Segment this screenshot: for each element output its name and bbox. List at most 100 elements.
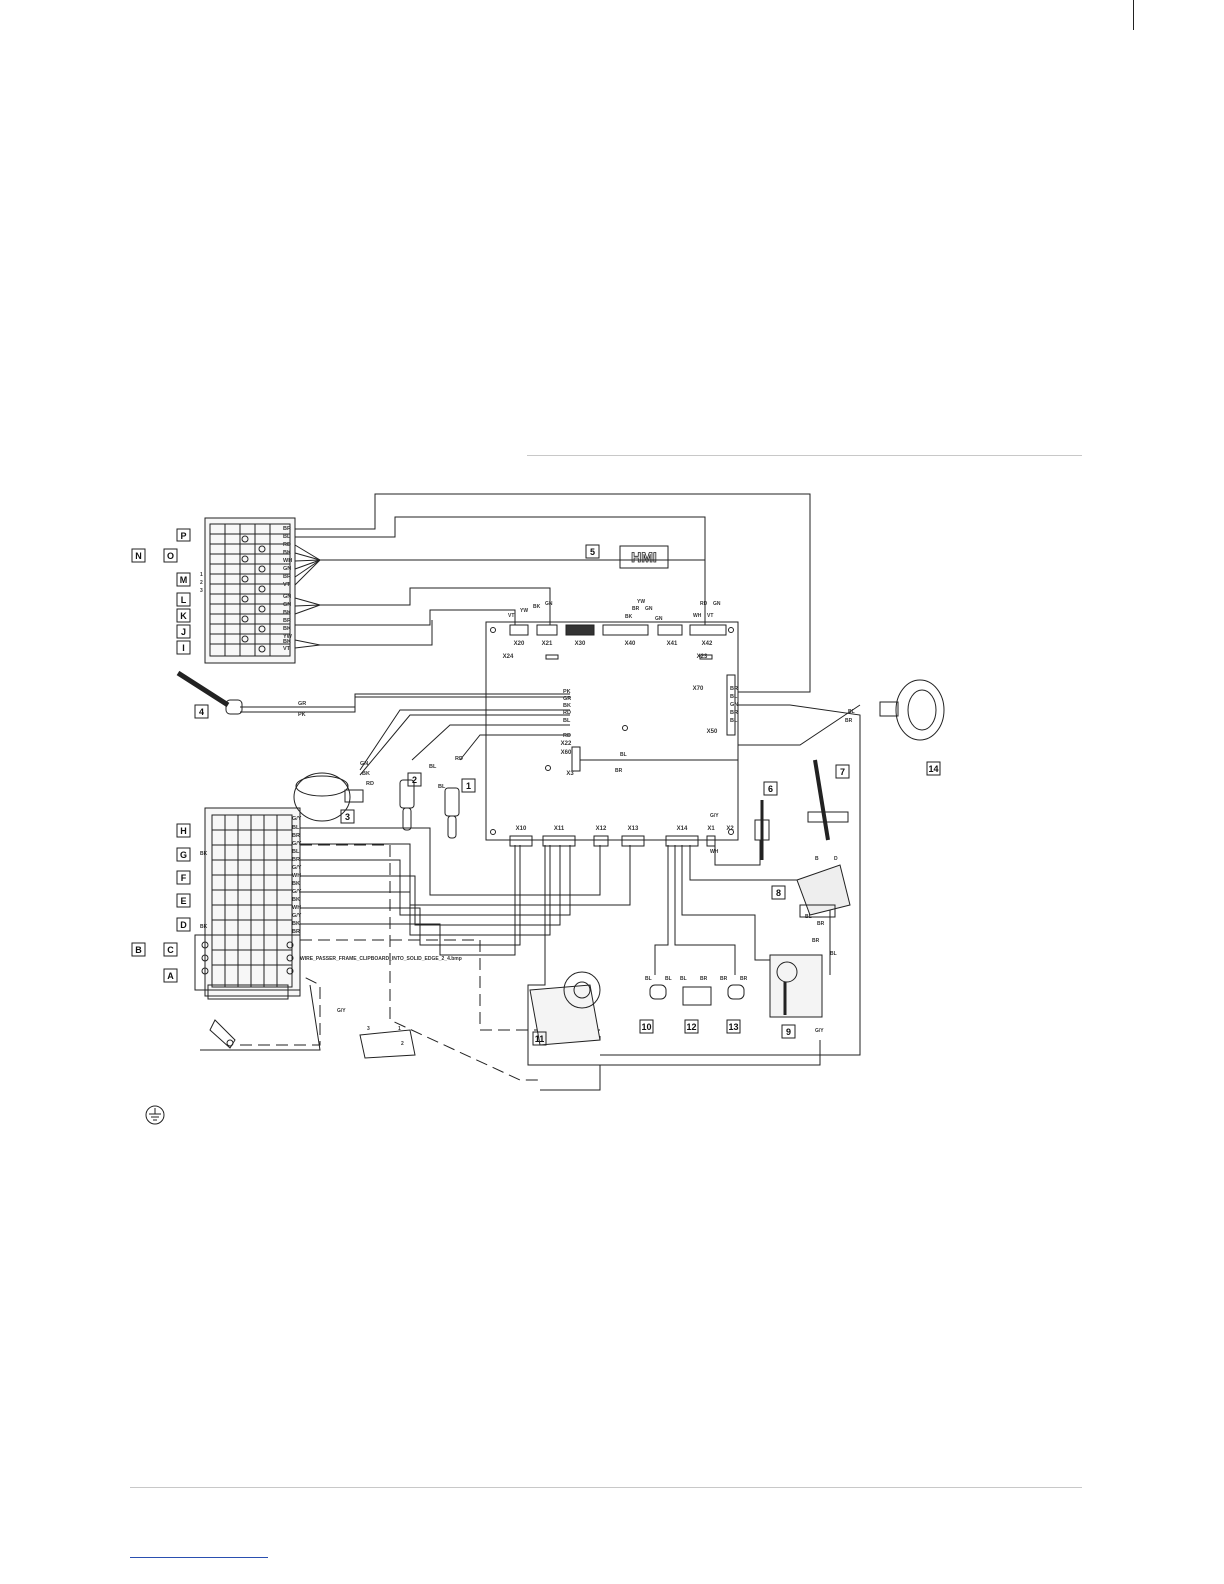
- wire-label: BR: [700, 976, 708, 982]
- wire-label: BL: [665, 976, 672, 982]
- upper-terminal-block: [204, 517, 296, 664]
- terminal-M: M: [180, 575, 188, 585]
- terminal-H: H: [180, 826, 187, 836]
- ignition-electrode: [754, 800, 770, 860]
- wire-label: RD: [563, 710, 571, 716]
- connector-X60: X60: [561, 750, 572, 756]
- wire-label: YW: [283, 634, 293, 640]
- terminal-D: D: [180, 920, 187, 930]
- flow-temp-sensor: [176, 670, 243, 715]
- wire-label: BR: [817, 921, 825, 927]
- wire-label: G/Y: [292, 841, 302, 847]
- wire-label: BK: [283, 550, 291, 556]
- wire-label: BK: [283, 610, 291, 616]
- wire-label: B: [815, 856, 819, 862]
- wire-label: BK: [533, 604, 541, 610]
- temp-sensor-2: [399, 779, 415, 831]
- callout-8: 8: [776, 888, 781, 898]
- wire-label: GR: [298, 701, 306, 707]
- wire-label: G/Y: [292, 913, 302, 919]
- wire-label: BL: [730, 718, 738, 724]
- connector-X70: X70: [693, 686, 704, 692]
- thermostat-10: [649, 984, 667, 1000]
- wire-label: GN: [283, 566, 291, 572]
- callout-7: 7: [840, 767, 845, 777]
- callout-9: 9: [786, 1027, 791, 1037]
- wire-label: G/Y: [710, 813, 719, 819]
- wire-label: GR: [563, 696, 571, 702]
- wire-label: 1: [398, 1026, 401, 1032]
- terminal-J: J: [181, 627, 186, 637]
- wire-label: BK: [283, 639, 291, 645]
- wire-label: BL: [730, 694, 738, 700]
- wire-label: BL: [292, 825, 300, 831]
- connector-X21: X21: [542, 641, 553, 647]
- wire-label: BR: [283, 618, 291, 624]
- callout-4: 4: [199, 707, 204, 717]
- wiring-harness: [200, 493, 861, 1091]
- wire-label: GN: [360, 761, 368, 767]
- callout-14: 14: [928, 764, 938, 774]
- wire-label: BL: [645, 976, 652, 982]
- connector-X11: X11: [554, 826, 565, 832]
- wire-label: RD: [283, 542, 291, 548]
- callout-6: 6: [768, 784, 773, 794]
- wire-label: GN: [713, 601, 721, 607]
- footer-link-underline: [130, 1557, 268, 1558]
- terminal-C: C: [167, 945, 174, 955]
- nameplate-text: WIRE_PASSER_FRAME_CLIPBOARD_INTO_SOLID_E…: [300, 956, 462, 962]
- fan: [529, 971, 601, 1046]
- wire-label: BR: [730, 686, 738, 692]
- wire-label: BK: [200, 924, 208, 930]
- callout-2: 2: [412, 775, 417, 785]
- connector-X50: X50: [707, 729, 718, 735]
- wire-label: GN: [645, 606, 653, 612]
- terminal-E: E: [180, 896, 186, 906]
- wire-label: BR: [812, 938, 820, 944]
- main-control-board: [485, 621, 739, 847]
- wire-label: RD: [366, 781, 374, 787]
- callout-number-boxes: [194, 544, 941, 1046]
- wire-label: G/Y: [292, 889, 302, 895]
- wire-label: GN: [283, 602, 291, 608]
- connector-X23: X23: [697, 654, 708, 660]
- wire-label: BL: [680, 976, 687, 982]
- wire-label: VT: [707, 613, 713, 619]
- lower-terminal-block: [194, 807, 301, 1000]
- connector-X3: X3: [566, 771, 574, 777]
- wire-label: GN: [545, 601, 553, 607]
- wire-label: GN: [283, 594, 291, 600]
- ionisation-electrode: [807, 759, 849, 841]
- wire-label: BK: [292, 881, 300, 887]
- wire-label: BL: [620, 752, 627, 758]
- connector-X42: X42: [702, 641, 713, 647]
- wire-label: 3: [200, 588, 203, 594]
- wire-label: BL: [830, 951, 837, 957]
- wire-label: BK: [200, 851, 208, 857]
- wire-label: BR: [283, 574, 291, 580]
- wire-label: D: [834, 856, 838, 862]
- wire-label: BK: [625, 614, 633, 620]
- wire-label: BK: [283, 626, 291, 632]
- wire-label: WH: [693, 613, 702, 619]
- bottom-divider-rule: [130, 1487, 1082, 1488]
- wire-label: BK: [362, 771, 370, 777]
- component-12: [682, 986, 712, 1006]
- connector-X22: X22: [561, 741, 572, 747]
- wire-label: YW: [520, 608, 528, 614]
- terminal-tab-boxes: [131, 528, 191, 983]
- wire-label: BK: [292, 897, 300, 903]
- callout-10: 10: [641, 1022, 651, 1032]
- wire-label: PK: [563, 689, 571, 695]
- terminal-A: A: [167, 971, 174, 981]
- wire-label: G/Y: [292, 865, 302, 871]
- callout-13: 13: [728, 1022, 738, 1032]
- wire-label: WH: [283, 558, 292, 564]
- room-stat-connector: [359, 1029, 416, 1059]
- wire-label: BR: [632, 606, 640, 612]
- wire-label: 3: [367, 1026, 370, 1032]
- wire-label: G/Y: [815, 1028, 824, 1034]
- wire-label: BL: [848, 709, 855, 715]
- terminal-G: G: [180, 850, 187, 860]
